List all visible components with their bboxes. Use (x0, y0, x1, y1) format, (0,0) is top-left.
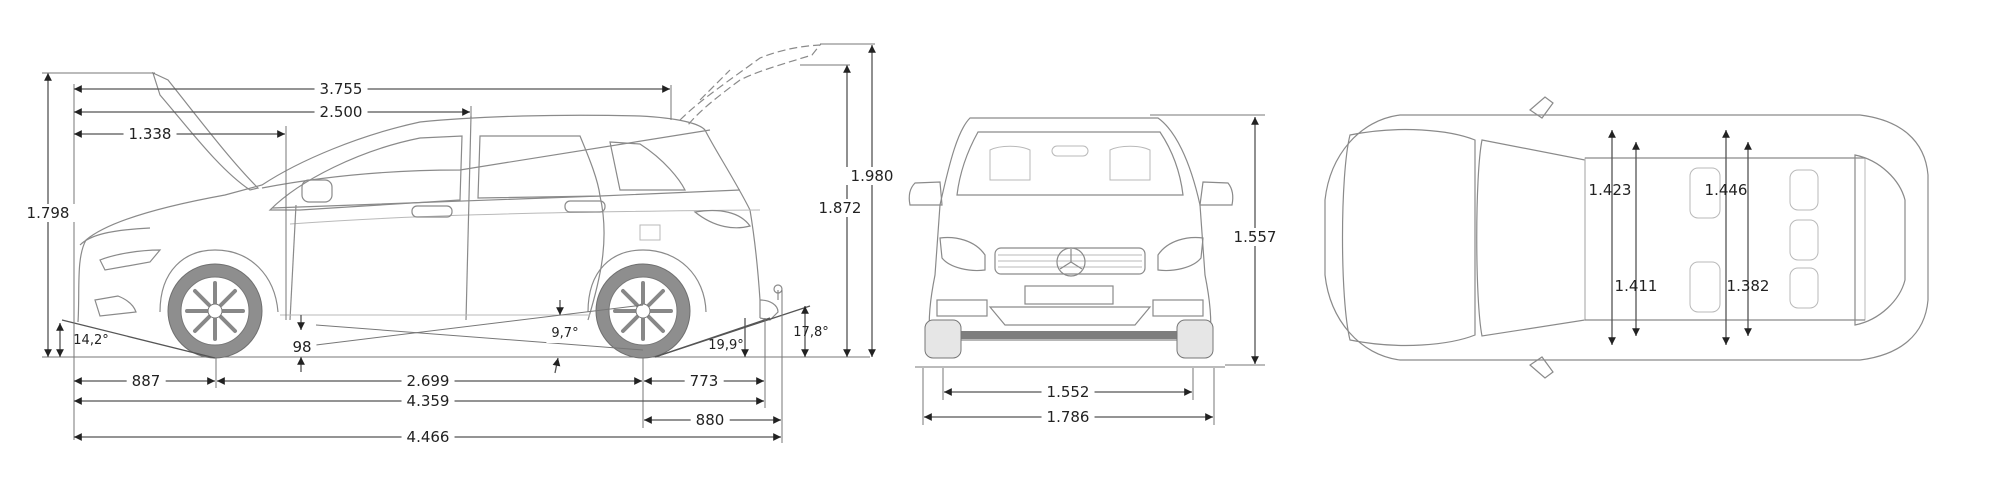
liftgate-open-height-label: 1.980 (845, 167, 899, 185)
departure-angle-label: 19,9° (708, 338, 744, 353)
height-label: 1.557 (1228, 228, 1282, 246)
liftgate-clearance-label: 1.872 (813, 199, 867, 217)
length-without-hitch-label: 4.359 (401, 392, 455, 410)
track-label: 1.552 (1041, 383, 1095, 401)
front-shoulder-width-label: 1.423 (1588, 181, 1632, 199)
rear-shoulder-width-label: 1.446 (1704, 181, 1748, 199)
wheelbase-label: 2.699 (401, 372, 455, 390)
length-to-liftgate-label: 3.755 (314, 80, 368, 98)
front-overhang-label: 887 (126, 372, 166, 390)
departure-angle-hitch-label: 17,8° (793, 325, 829, 340)
rear-overhang-hitch-label: 880 (690, 411, 730, 429)
rear-elbow-width-label: 1.382 (1726, 277, 1770, 295)
front-to-a-pillar-label: 1.338 (123, 125, 177, 143)
length-with-hitch-label: 4.466 (401, 428, 455, 446)
width-label: 1.786 (1041, 408, 1095, 426)
hood-open-height-label: 1.798 (21, 204, 75, 222)
front-to-b-pillar-label: 2.500 (314, 103, 368, 121)
approach-angle-label: 14,2° (73, 333, 109, 348)
ramp-angle-label: 9,7° (546, 325, 584, 343)
rear-overhang-label: 773 (684, 372, 724, 390)
ground-clearance-label: 98 (287, 338, 317, 356)
front-elbow-width-label: 1.411 (1614, 277, 1658, 295)
